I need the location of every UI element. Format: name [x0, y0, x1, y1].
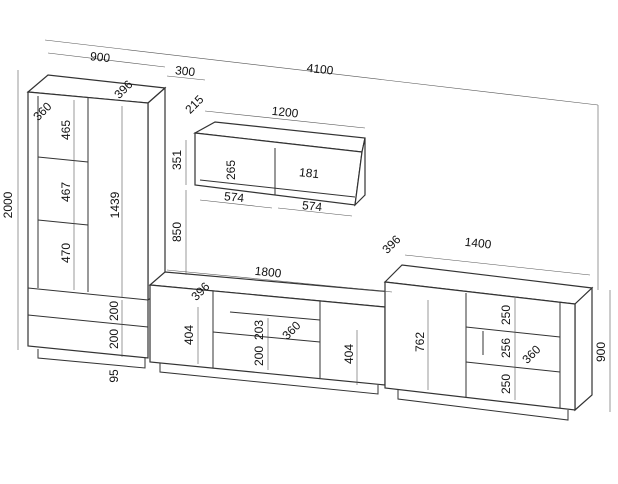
overall-width-label: 4100 — [306, 61, 334, 78]
tv-right-height-label: 404 — [342, 344, 356, 364]
sideboard-height-label: 900 — [594, 342, 608, 362]
niche-height-label: 265 — [224, 160, 238, 180]
sideboard-width-label: 1400 — [464, 235, 492, 252]
gap-label: 300 — [174, 63, 196, 79]
tv-left-height-label: 404 — [182, 325, 196, 345]
shelf-3-label: 470 — [59, 243, 73, 263]
sideboard-drawer-2-label: 250 — [499, 374, 513, 394]
wall-shelf — [193, 121, 366, 207]
cabinet-width-label: 900 — [89, 49, 111, 65]
sideboard — [383, 264, 594, 421]
sideboard-drawer-1-label: 250 — [499, 305, 513, 325]
wall-shelf-height-label: 351 — [170, 150, 184, 170]
wall-shelf-depth-label: 181 — [298, 165, 320, 181]
tv-stand — [148, 271, 393, 395]
niche-left-label: 574 — [223, 189, 245, 205]
tv-width-label: 1800 — [254, 264, 282, 281]
wall-shelf-width-label: 1200 — [271, 104, 299, 121]
wall-offset-label: 215 — [182, 92, 206, 116]
sideboard-niche-label: 256 — [499, 338, 513, 358]
tv-niche-height-label: 203 — [252, 320, 266, 340]
sideboard-door-label: 762 — [413, 332, 427, 352]
drawer-2-label: 200 — [107, 329, 121, 349]
sideboard-depth-label: 396 — [379, 232, 403, 256]
overall-height-label: 2000 — [1, 191, 15, 218]
niche-right-label: 574 — [301, 198, 323, 214]
door-height-label: 1439 — [108, 191, 122, 218]
shelf-1-label: 465 — [59, 120, 73, 140]
tv-drawer-label: 200 — [252, 346, 266, 366]
dimension-lines — [17, 39, 611, 412]
shelf-2-label: 467 — [59, 182, 73, 202]
tall-cabinet — [26, 74, 167, 369]
shelf-height-above-label: 850 — [170, 222, 184, 242]
plinth-label: 95 — [107, 369, 121, 383]
drawer-1-label: 200 — [107, 301, 121, 321]
